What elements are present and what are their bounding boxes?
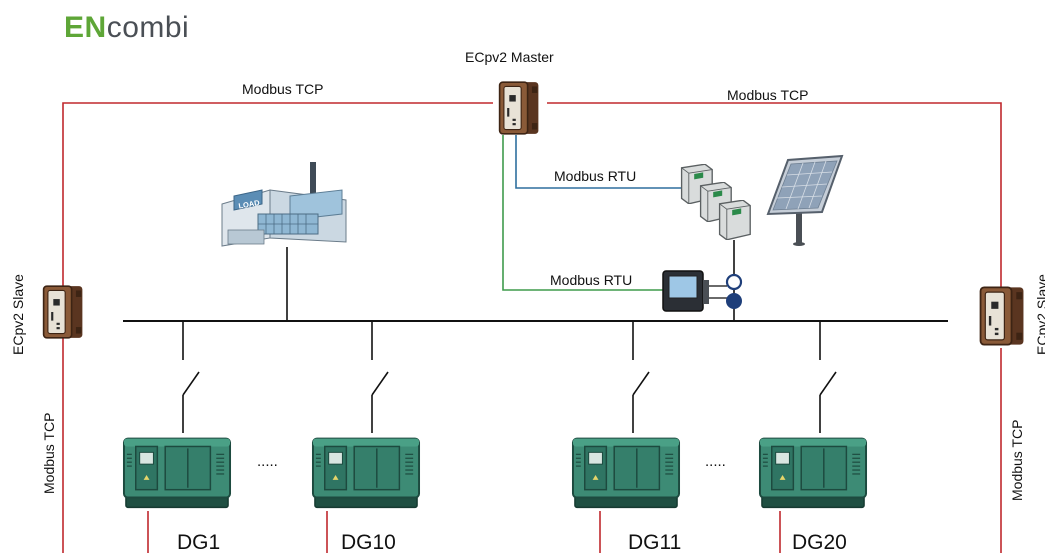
slave-controller-right-icon[interactable] xyxy=(979,286,1025,346)
ellipsis-left: ..... xyxy=(257,453,278,470)
master-controller-icon[interactable] xyxy=(498,81,540,135)
genset-icon[interactable] xyxy=(571,437,681,509)
tcp-label-top-right: Modbus TCP xyxy=(727,87,808,103)
logo-prefix: EN xyxy=(64,11,107,44)
logo-suffix: combi xyxy=(106,11,190,44)
master-label: ECpv2 Master xyxy=(465,49,554,65)
rtu-label-meter: Modbus RTU xyxy=(550,272,632,288)
slave-right-label: ECpv2 Slave xyxy=(1034,274,1045,355)
solar-panel-icon xyxy=(766,154,844,246)
ellipsis-right: ..... xyxy=(705,453,726,470)
tcp-label-top-left: Modbus TCP xyxy=(242,81,323,97)
genset-label: DG20 xyxy=(792,531,847,553)
rtu-link-pv xyxy=(515,135,682,189)
current-transformer-icon xyxy=(725,273,743,291)
tcp-label-right-vertical: Modbus TCP xyxy=(1009,420,1025,501)
genset-label: DG11 xyxy=(628,531,681,553)
slave-controller-left-icon[interactable] xyxy=(42,285,84,339)
genset-label: DG10 xyxy=(341,531,396,553)
tcp-label-left-vertical: Modbus TCP xyxy=(41,413,57,494)
tcp-link-left xyxy=(62,102,493,290)
inverter-icon xyxy=(680,164,751,240)
rtu-label-pv: Modbus RTU xyxy=(554,168,636,184)
breaker-icon[interactable] xyxy=(182,371,200,396)
factory-icon: LOAD xyxy=(221,162,347,247)
power-meter-icon[interactable] xyxy=(662,270,709,312)
genset-label: DG1 xyxy=(177,531,220,553)
breaker-icon[interactable] xyxy=(371,371,389,396)
slave-left-label: ECpv2 Slave xyxy=(10,274,26,355)
rtu-link-meter xyxy=(502,135,664,291)
breaker-icon[interactable] xyxy=(819,371,837,396)
tcp-link-right xyxy=(547,102,1002,290)
breaker-icon[interactable] xyxy=(632,371,650,396)
encombi-logo: ENcombi xyxy=(64,10,189,46)
genset-icon[interactable] xyxy=(758,437,868,509)
genset-icon[interactable] xyxy=(311,437,421,509)
current-transformer-icon xyxy=(726,293,742,309)
genset-icon[interactable] xyxy=(122,437,232,509)
load-sign: LOAD xyxy=(238,198,261,211)
